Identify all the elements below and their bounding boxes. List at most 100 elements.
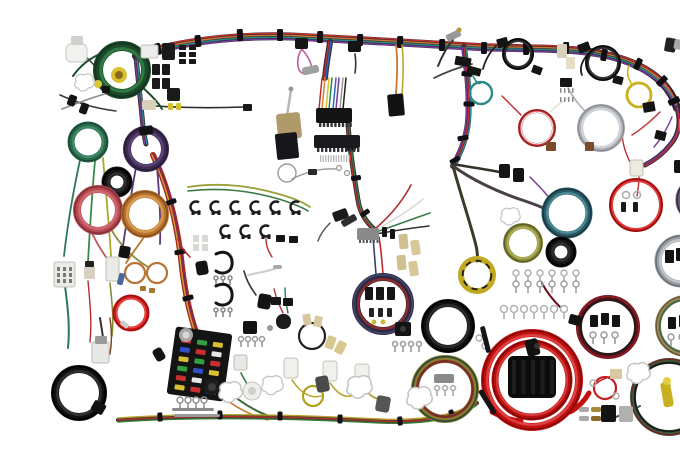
brass-bit-1 [140, 286, 146, 291]
beige-connector [142, 100, 156, 110]
teal-coil-right-shade [542, 188, 592, 238]
terminal-row-3-stem-5 [553, 312, 555, 319]
bottom-coil-pins-stem-2 [452, 390, 454, 396]
harness-clip-row-1-foot-a-0 [191, 210, 195, 215]
black-pair-2 [162, 64, 170, 75]
j-hook-screws-2-0 [213, 307, 219, 313]
yellow-socket-2 [334, 340, 347, 355]
fuse-panel-fuse-5-0 [174, 384, 185, 391]
terminal-row-1-stem-3 [551, 276, 553, 282]
pink-coil-shade [73, 185, 123, 235]
grommet-blob-5 [406, 385, 434, 410]
red-wire-ring-br [592, 375, 618, 401]
column-connector-teeth-0-5 [338, 123, 341, 127]
tan-multi-coil-shade [655, 296, 680, 356]
relay-with-tab [167, 88, 180, 101]
black-loop-conn-2 [612, 75, 624, 85]
black-relay-top [162, 43, 175, 60]
column-lever-knob [288, 86, 294, 92]
mating-connector-teeth-0-4 [333, 148, 336, 152]
dr-clips-0 [589, 331, 597, 339]
mini-fuse-1 [168, 103, 173, 110]
bottom-coil-connector [434, 374, 454, 383]
purple-tan-coil [675, 186, 680, 214]
terminal-row-1-stem-5 [575, 276, 577, 282]
olive-coil-right-shade [503, 223, 543, 263]
terminal-pin-row-0-6 [335, 155, 337, 162]
trunk-tape-bands-13 [656, 75, 668, 87]
red-coil-right [609, 178, 663, 232]
left-teal-wire [63, 159, 81, 257]
beige-socket-1 [302, 313, 312, 326]
terminal-row-3-1 [509, 304, 519, 314]
black-plug-bl [90, 400, 107, 415]
black-loop-conn-1 [577, 41, 591, 54]
fuse-panel-fuse-3-1 [192, 367, 204, 374]
j-hook-screws-1-1 [220, 275, 226, 281]
flag-terminals-0-1 [189, 45, 196, 50]
junction-box-ribs-0-0 [512, 360, 516, 394]
terminal-row-1-3 [548, 269, 556, 277]
terminal-row-2-stem-2 [539, 287, 541, 293]
red-white-coil-wrap [520, 111, 554, 145]
terminal-pin-row-0-3 [327, 155, 329, 162]
rivet-row-stem-3 [418, 346, 420, 352]
ribbon-wire-1 [318, 77, 323, 110]
beige-relay-2 [566, 57, 575, 69]
right-thin-red [631, 111, 661, 136]
dr-clips-stem-2 [614, 338, 616, 344]
trunk-branch-column-strand [325, 41, 332, 79]
red-coil-right-shade [609, 178, 663, 232]
orange-drop-plug [387, 93, 405, 117]
olive-coil-right [503, 223, 543, 263]
column-connector [316, 108, 352, 123]
flag-terminals-2-0 [179, 59, 186, 64]
harness-clip-row-1-foot-b-5 [297, 210, 301, 215]
grommet-screws-1 [244, 335, 252, 343]
fuse-holder-3 [396, 254, 407, 271]
red-feed-bands-0 [165, 198, 177, 206]
black-conn-bc-2 [283, 298, 293, 306]
redwhite-coil-lead-1 [501, 95, 522, 116]
black-conns-teal-1 [499, 164, 510, 178]
mating-connector-teeth-0-7 [345, 148, 348, 152]
harness-clip-row-1-clip-2 [229, 200, 243, 214]
bottom-harness-bands-1 [217, 410, 223, 420]
red-coil-ring-1 [621, 190, 631, 200]
terminal-pin-row-0-8 [340, 155, 342, 162]
harness-clip-row-2-clip-0 [219, 224, 233, 238]
blue-red-coil-shade [352, 273, 414, 335]
black-conn-bc-1 [271, 297, 281, 305]
harness-clip-row-2-foot-a-2 [261, 234, 265, 239]
brown-connector [585, 142, 594, 151]
terminal-pin-row-0-1 [322, 155, 324, 162]
column-connector-teeth-0-4 [334, 123, 337, 127]
inline-conn-1 [276, 235, 285, 242]
rivet-row-1 [399, 340, 407, 348]
terminal-row-3-4 [539, 304, 549, 314]
column-connector-teeth-0-8 [349, 123, 352, 127]
small-red-coil-tip [120, 320, 129, 329]
black-coil-bottom-left [51, 365, 107, 421]
terminal-pin-row-0-9 [343, 155, 345, 162]
fuel-sender-clip [301, 64, 320, 76]
chip-pins-2-0-2 [568, 97, 570, 102]
yellow-wire-loop [625, 81, 653, 109]
red-feed-bundle-strand [153, 154, 198, 333]
teal-coil-shade [68, 122, 108, 162]
harness-clip-row-1-foot-a-2 [231, 210, 235, 215]
gray-relay-br [619, 406, 633, 422]
mini-fuse-2 [176, 103, 181, 110]
black-grommet-donut-wrap [107, 172, 127, 192]
branch-to-zebra-coil [451, 164, 479, 263]
red-feed-bands-2 [182, 294, 194, 302]
black-conn-tr [674, 160, 680, 173]
fuse-holder-4 [408, 260, 419, 277]
darkred-black-coil [576, 295, 640, 359]
left-green-wire [87, 160, 96, 263]
washer-row-stem-0 [179, 403, 181, 409]
black-wire-loop-top-shade [585, 45, 621, 81]
dr-conn-3 [612, 315, 620, 327]
washer-row-1 [184, 396, 192, 404]
wiring-harness-kit-photo [40, 16, 680, 437]
